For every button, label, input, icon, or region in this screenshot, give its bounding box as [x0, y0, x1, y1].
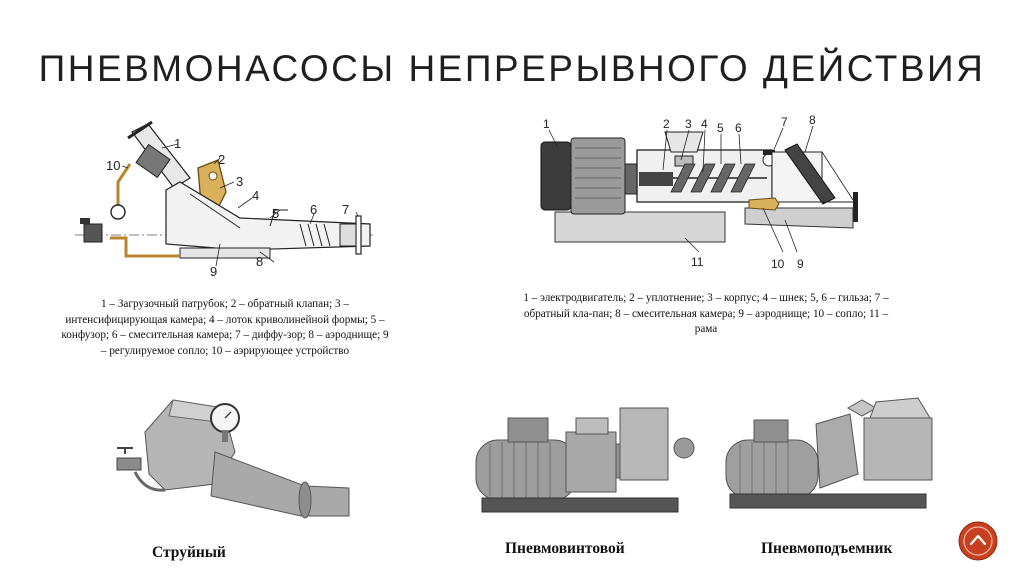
right-callout-4: 4: [701, 117, 708, 131]
left-callout-4: 4: [252, 188, 259, 203]
left-callout-10: 10: [106, 158, 120, 173]
right-callout-5: 5: [717, 121, 724, 135]
left-callout-2: 2: [218, 152, 225, 167]
right-callout-10: 10: [771, 257, 785, 271]
left-callout-5: 5: [272, 206, 279, 221]
pneumatic-lift-photo: [725, 397, 933, 509]
right-callout-6: 6: [735, 121, 742, 135]
photo-label-jet: Струйный: [152, 544, 226, 561]
right-callout-8: 8: [809, 113, 816, 127]
left-callout-8: 8: [256, 254, 263, 269]
left-callout-3: 3: [236, 174, 243, 189]
jet-pump-diagram: 1 2 3 4 5 6 7 8 9 10: [75, 120, 375, 279]
slide-title: ПНЕВМОНАСОСЫ НЕПРЕРЫВНОГО ДЕЙСТВИЯ: [38, 48, 986, 89]
right-callout-9: 9: [797, 257, 804, 271]
photo-label-lift: Пневмоподъемник: [761, 540, 893, 557]
right-callout-1: 1: [543, 117, 550, 131]
right-callout-2: 2: [663, 117, 670, 131]
nav-up-button[interactable]: [958, 521, 998, 561]
left-callout-9: 9: [210, 264, 217, 279]
left-callout-7: 7: [342, 202, 349, 217]
jet-pump-photo: [116, 399, 350, 519]
right-callout-3: 3: [685, 117, 692, 131]
screw-pump-diagram: 1 2 3 4 5 6 7 8 10 9 11: [540, 113, 858, 271]
right-diagram-caption: 1 – электродвигатель; 2 – уплотнение; 3 …: [523, 292, 889, 335]
arrow-up-icon: [969, 534, 987, 546]
left-diagram-caption: 1 – Загрузочный патрубок; 2 – обратный к…: [61, 298, 389, 357]
photo-label-screw: Пневмовинтовой: [505, 540, 625, 557]
right-callout-7: 7: [781, 115, 788, 129]
screw-pump-photo: [475, 407, 695, 513]
left-callout-1: 1: [174, 136, 181, 151]
right-callout-11: 11: [691, 255, 704, 269]
left-callout-6: 6: [310, 202, 317, 217]
